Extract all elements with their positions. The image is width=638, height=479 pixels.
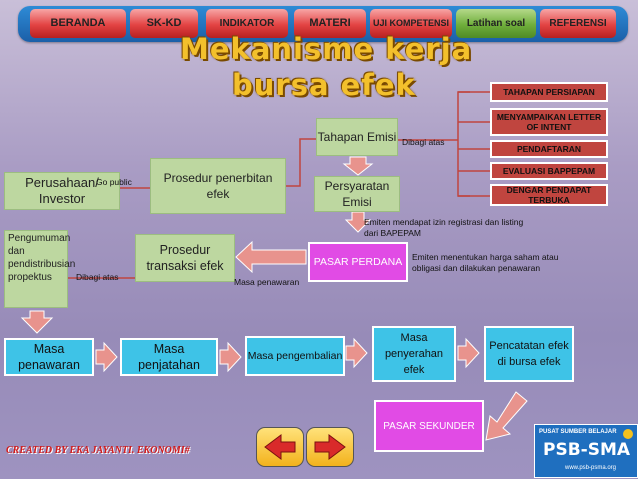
step-masa-penjatahan: Masa penjatahan [120, 338, 218, 376]
slide-title-line1: Mekanisme kerja [180, 32, 473, 66]
prosedur-penerbitan-box: Prosedur penerbitan efek [150, 158, 286, 214]
logo-top-text: PUSAT SUMBER BELAJAR [539, 429, 617, 435]
slide-title-line2: bursa efek [232, 68, 416, 102]
arrow-right-icon [314, 434, 346, 460]
stage-pendaftaran: PENDAFTARAN [490, 140, 608, 158]
step-masa-penyerahan: Masa penyerahan efek [372, 326, 456, 382]
tahapan-emisi-box: Tahapan Emisi [316, 118, 398, 156]
arrow-right-3 [345, 337, 368, 369]
pasar-sekunder-box: PASAR SEKUNDER [374, 400, 484, 452]
tab-sk-kd[interactable]: SK-KD [130, 9, 198, 38]
step-masa-pengembalian: Masa pengembalian [245, 336, 345, 376]
dibagi-atas-label-1: Dibagi atas [402, 137, 445, 147]
arrow-down-persyaratan [344, 211, 372, 233]
note-harga: Emiten menentukan harga saham atau oblig… [412, 252, 559, 273]
tab-referensi[interactable]: REFERENSI [540, 9, 616, 38]
logo-emblem-icon [623, 429, 633, 439]
tab-indikator[interactable]: INDIKATOR [206, 9, 288, 38]
stage-evaluasi-bappepam: EVALUASI BAPPEPAM [490, 162, 608, 180]
logo-main-text: PSB-SMA [543, 440, 631, 460]
masa-penawaran-label: Masa penawaran [234, 277, 300, 287]
psb-sma-logo: PUSAT SUMBER BELAJAR PSB-SMA www.psb-psm… [534, 424, 638, 478]
arrow-diagonal-sekunder [485, 391, 528, 441]
arrow-left-icon [264, 434, 296, 460]
logo-url-text: www.psb-psma.org [565, 465, 617, 471]
arrow-left-pasar [235, 240, 307, 274]
arrow-right-1 [95, 341, 118, 373]
arrow-right-2 [219, 341, 242, 373]
arrow-down-pengumuman [20, 310, 54, 334]
pasar-perdana-box: PASAR PERDANA [308, 242, 408, 282]
perusahaan-investor-box: Perusahaan/ Investor [4, 172, 120, 210]
note-registrasi: Emiten mendapat izin registrasi dan list… [364, 217, 524, 238]
prev-slide-button[interactable] [256, 427, 304, 467]
arrow-down-tahapan [342, 156, 374, 176]
prosedur-transaksi-box: Prosedur transaksi efek [135, 234, 235, 282]
author-credit: CREATED BY EKA JAYANTI. EKONOMI# [6, 445, 190, 456]
arrow-right-4 [457, 337, 480, 369]
tab-beranda[interactable]: BERANDA [30, 9, 126, 38]
step-pencatatan: Pencatatan efek di bursa efek [484, 326, 574, 382]
next-slide-button[interactable] [306, 427, 354, 467]
stage-dengar-pendapat: DENGAR PENDAPAT TERBUKA [490, 184, 608, 206]
stage-tahapan-persiapan: TAHAPAN PERSIAPAN [490, 82, 608, 102]
tab-materi[interactable]: MATERI [294, 9, 366, 38]
stage-letter-of-intent: MENYAMPAIKAN LETTER OF INTENT [490, 108, 608, 136]
step-masa-penawaran: Masa penawaran [4, 338, 94, 376]
persyaratan-emisi-box: Persyaratan Emisi [314, 176, 400, 212]
go-public-label: Go public [96, 177, 132, 187]
pengumuman-box: Pengumuman dan pendistribusian propektus [4, 230, 75, 308]
dibagi-atas-label-2: Dibagi atas [76, 272, 119, 282]
tab-latihan-soal[interactable]: Latihan soal [456, 9, 536, 38]
tab-uji-kompetensi[interactable]: UJI KOMPETENSI [370, 9, 452, 38]
